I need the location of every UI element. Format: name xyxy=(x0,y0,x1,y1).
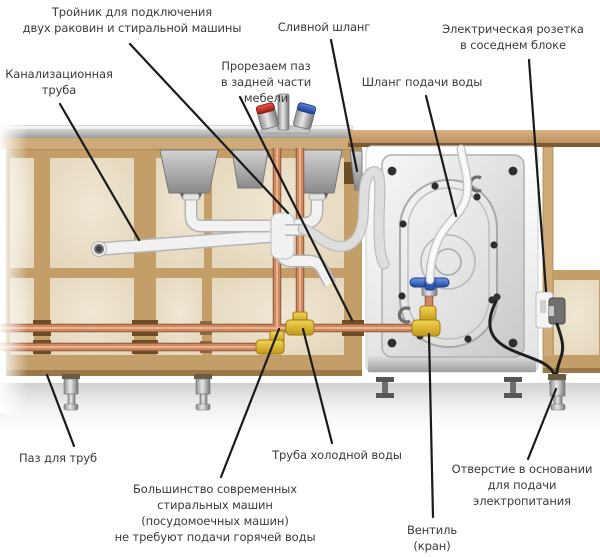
leader-lines xyxy=(45,38,558,519)
label-cold-water-pipe: Труба холодной воды xyxy=(272,448,402,462)
countertop xyxy=(0,125,600,149)
drain-pipes xyxy=(91,193,336,287)
label-electrical-outlet: Электрическая розетка в соседнем блоке xyxy=(442,22,584,52)
leader-valve xyxy=(427,332,435,519)
floor-shadow xyxy=(0,383,600,439)
leader-groove-cut xyxy=(238,95,354,322)
brass-tee-fitting xyxy=(285,311,315,336)
label-pipe-groove: Паз для труб xyxy=(18,451,98,465)
faucet xyxy=(255,93,317,134)
leader-outlet xyxy=(527,58,548,293)
leader-sewer-pipe xyxy=(58,102,141,242)
faucet-spout xyxy=(277,93,290,131)
washing-machine xyxy=(365,145,539,373)
sewer-pipe xyxy=(91,228,293,257)
label-machines-note: Большинство современных стиральных машин… xyxy=(114,482,316,544)
cabinet-foot xyxy=(194,374,212,411)
brass-fittings xyxy=(255,305,441,355)
label-base-hole: Отверстие в основании для подачи электро… xyxy=(451,462,593,508)
label-drain-hose: Сливной шланг xyxy=(277,20,371,34)
leader-tee-connector xyxy=(128,42,290,215)
leader-drain-hose xyxy=(329,38,359,173)
cold-tap-handle xyxy=(292,102,317,130)
label-sewer-pipe: Канализационная труба xyxy=(5,67,113,97)
cord-connector xyxy=(493,293,501,301)
machine-foot xyxy=(376,377,394,398)
brass-elbow-machine xyxy=(411,305,441,337)
adjacent-cabinet-block xyxy=(542,146,600,373)
leader-supply-hose xyxy=(424,94,458,218)
cabinet-foot xyxy=(62,374,80,411)
panel-screws xyxy=(387,166,518,348)
label-valve: Вентиль (кран) xyxy=(406,523,458,553)
left-fade xyxy=(0,122,28,414)
label-groove-cut: Прорезаем паз в задней части мебели xyxy=(220,59,312,105)
label-supply-hose: Шланг подачи воды xyxy=(361,75,483,89)
machine-foot xyxy=(504,377,522,398)
hot-tap-handle xyxy=(255,102,280,130)
sink-bowls xyxy=(159,149,363,200)
leader-pipe-groove xyxy=(45,373,76,448)
label-tee-connector: Тройник для подключения двух раковин и с… xyxy=(22,5,242,35)
power-cord xyxy=(488,297,565,383)
leader-cold-water-pipe xyxy=(301,327,334,445)
leader-base-hole xyxy=(526,387,558,461)
power-plug xyxy=(548,297,566,325)
leader-machines-note xyxy=(219,327,281,479)
drain-hose xyxy=(297,166,390,270)
